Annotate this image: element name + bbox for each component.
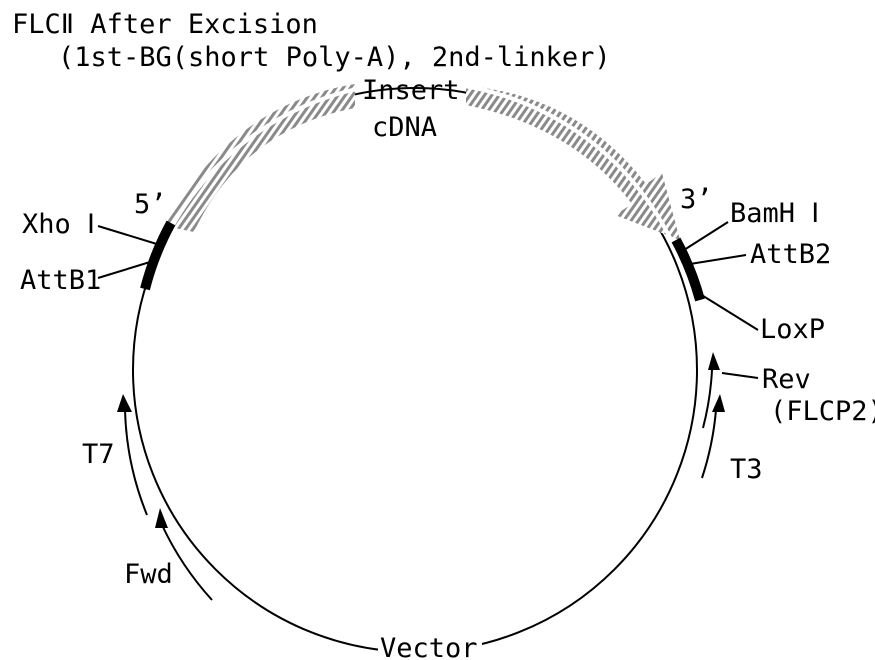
bamh-leader bbox=[683, 221, 729, 251]
t3-label: T3 bbox=[730, 454, 763, 485]
t7-primer-arrow bbox=[124, 409, 148, 516]
t7-label: T7 bbox=[82, 439, 115, 470]
xho-leader bbox=[97, 225, 161, 246]
insert-cdna-arrow-right bbox=[466, 86, 680, 240]
bamh-label: BamH Ⅰ bbox=[730, 198, 819, 229]
five-prime-label: 5’ bbox=[134, 189, 167, 220]
flcp2-label: (FLCP2) bbox=[770, 396, 875, 427]
three-prime-label: 3’ bbox=[680, 184, 713, 215]
cdna-label: cDNA bbox=[372, 112, 437, 143]
xho-label: Xho Ⅰ bbox=[22, 209, 95, 240]
vector-label: Vector bbox=[380, 633, 478, 660]
attb1-segment bbox=[140, 220, 176, 291]
rev-label: Rev bbox=[762, 364, 811, 395]
loxp-label: LoxP bbox=[760, 314, 825, 345]
fwd-arrowhead bbox=[155, 508, 168, 528]
insert-cdna-arrow-left bbox=[165, 84, 355, 232]
rev-arrowhead bbox=[708, 352, 720, 370]
rev-primer-arrow bbox=[702, 369, 713, 429]
vector-label-bg bbox=[378, 630, 482, 660]
attb1-label: AttB1 bbox=[20, 265, 101, 296]
insert-gap bbox=[168, 80, 675, 245]
loxp-leader bbox=[699, 293, 759, 331]
rev-leader bbox=[721, 372, 759, 379]
attb2-label: AttB2 bbox=[750, 239, 831, 270]
fwd-label: Fwd bbox=[124, 559, 173, 590]
insert-label: Insert bbox=[362, 75, 460, 106]
t3-arrowhead bbox=[712, 394, 725, 412]
attb2-segment bbox=[671, 237, 705, 302]
title-line-1: FLCⅡ After Excision bbox=[12, 9, 318, 40]
attb2-leader bbox=[689, 254, 747, 265]
t3-primer-arrow bbox=[701, 409, 717, 479]
t7-arrowhead bbox=[117, 394, 132, 412]
title-line-2: (1st-BG(short Poly-A), 2nd-linker) bbox=[58, 42, 611, 73]
fwd-primer-arrow bbox=[161, 524, 213, 601]
attb1-leader bbox=[97, 261, 151, 279]
